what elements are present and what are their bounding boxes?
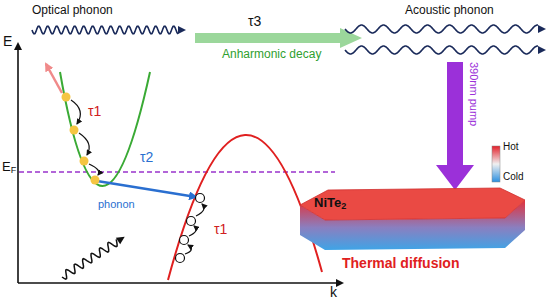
time-constant: τ2 — [140, 150, 153, 165]
wave-line — [345, 46, 538, 54]
process-label: Thermal diffusion — [342, 256, 459, 271]
axis-label: k — [330, 285, 337, 300]
axis-label: E — [3, 34, 12, 49]
phonon-waves — [32, 25, 546, 279]
fermi-label: EF — [2, 160, 16, 174]
emission-arrow — [46, 64, 62, 93]
valence-band — [168, 135, 322, 280]
decay-arrow — [195, 28, 362, 48]
time-constant: τ3 — [248, 14, 261, 29]
wave-line — [62, 239, 117, 279]
time-constant: τ1 — [214, 222, 227, 237]
holes — [176, 194, 205, 263]
wave-label: Optical phonon — [32, 4, 113, 17]
wave-line — [32, 26, 178, 34]
phonon-label: phonon — [98, 198, 135, 210]
process-label: Anharmonic decay — [222, 48, 321, 61]
wave-arrowhead — [116, 237, 125, 245]
material-label: NiTe2 — [314, 196, 346, 210]
wave-arrowhead — [538, 25, 546, 33]
energy-axis — [17, 44, 19, 283]
pump-label: 390nm pump — [468, 62, 480, 126]
wave-arrowhead — [178, 26, 186, 34]
fermi-level — [19, 171, 335, 173]
wave-label: Acoustic phonon — [405, 4, 494, 17]
wave-line — [345, 25, 538, 33]
interband-arrow — [97, 181, 196, 197]
hole-relaxation-arrows — [185, 204, 204, 254]
momentum-axis — [18, 282, 342, 284]
sample-top — [300, 188, 525, 220]
scale-label: Cold — [503, 171, 524, 182]
wave-arrowhead — [538, 46, 546, 54]
color-bar — [492, 146, 500, 182]
conduction-band — [60, 72, 150, 186]
time-constant: τ1 — [88, 104, 101, 119]
scale-label: Hot — [503, 141, 519, 152]
